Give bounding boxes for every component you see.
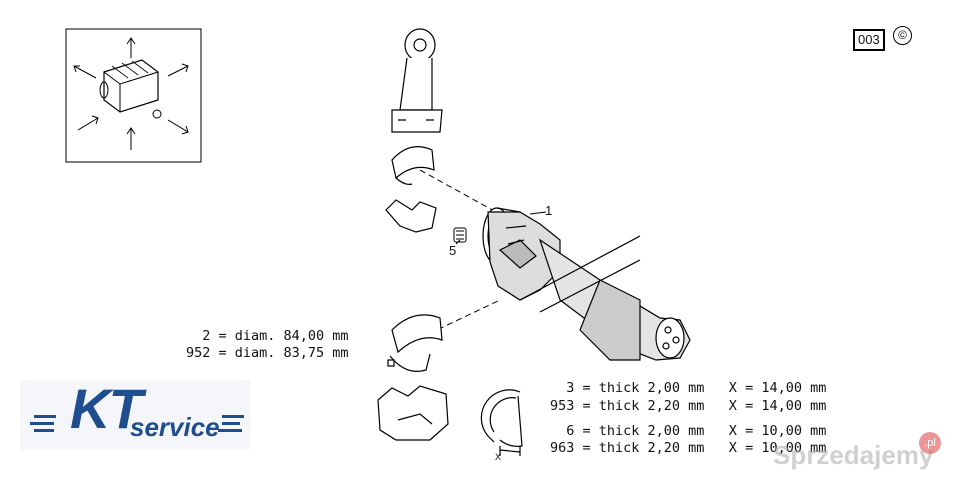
copyright-icon: © (893, 26, 912, 45)
rod-bearing-shells (385, 146, 437, 233)
watermark-badge: .pl (919, 432, 941, 454)
figure-code: 003 (853, 29, 885, 51)
connecting-rod (391, 28, 443, 133)
oil-plug (453, 227, 467, 243)
bearing-spec-line: 2 = diam. 84,00 mm (186, 328, 349, 344)
logo-kt: KT (70, 377, 143, 440)
logo-service: service (130, 412, 220, 442)
ref-plug: 5 (449, 243, 457, 258)
thrust-washer (480, 389, 523, 456)
ref-crankshaft: 1 (545, 203, 553, 218)
bearing-spec-line: 952 = diam. 83,75 mm (186, 345, 349, 361)
assembly-line-top (419, 169, 497, 213)
watermark-text: Sprzedajemy (773, 440, 934, 470)
washer-spec-line: 3 = thick 2,00 mm X = 14,00 mm (550, 380, 827, 396)
crankshaft (482, 207, 691, 361)
washer-spec-line: 953 = thick 2,20 mm X = 14,00 mm (550, 398, 827, 414)
leader-1 (529, 211, 547, 215)
engine-orientation-inset (65, 28, 202, 163)
washer-spec-line: 6 = thick 2,00 mm X = 10,00 mm (550, 423, 827, 439)
logo-graphic (20, 380, 250, 450)
leader-5 (455, 239, 461, 245)
washer-spec-line: 963 = thick 2,20 mm X = 10,00 mm (550, 440, 827, 456)
dimension-x-label: X (495, 452, 502, 462)
main-bearing (377, 314, 449, 441)
